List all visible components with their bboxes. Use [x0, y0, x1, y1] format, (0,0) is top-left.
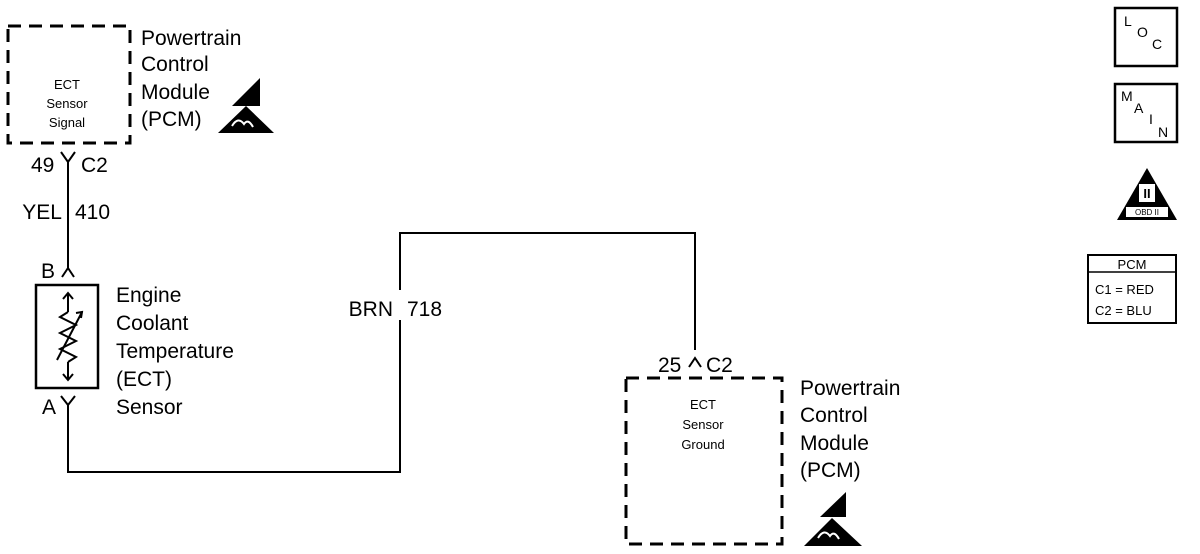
ect-title-3: Temperature: [116, 340, 234, 363]
female-connector-icon-top: [60, 151, 76, 173]
male-connector-icon-b: [61, 266, 75, 278]
ect-title-1: Engine: [116, 284, 181, 307]
male-connector-icon-bottom: [688, 356, 702, 368]
ect-title-4: (ECT): [116, 368, 172, 391]
loc-icon: L O C: [1113, 6, 1179, 68]
ect-sensor-box: [34, 283, 100, 390]
pcm-top-box: [6, 24, 132, 145]
pcm-bottom-connector: C2: [706, 354, 733, 377]
pcm-top-pin: 49: [31, 154, 54, 177]
main-icon: M A I N: [1113, 82, 1179, 144]
pcm-bottom-title-3: Module: [800, 432, 869, 455]
esd-warning-icon-top: [218, 78, 274, 133]
wire-718-circuit: 718: [407, 298, 442, 321]
main-icon-letter-i: I: [1149, 111, 1153, 127]
pcm-top-box-label-1: ECT: [54, 77, 80, 92]
pcm-bottom-box-label-3: Ground: [681, 437, 724, 452]
female-connector-icon-a: [60, 395, 76, 414]
pcm-top-title-3: Module: [141, 81, 210, 104]
pcm-bottom-title-2: Control: [800, 404, 868, 427]
pcm-bottom-box-label-1: ECT: [690, 397, 716, 412]
wire-718-color: BRN: [349, 298, 393, 321]
pcm-top-connector: C2: [81, 154, 108, 177]
wire-410-circuit: 410: [75, 201, 110, 224]
pcm-top-title-2: Control: [141, 53, 209, 76]
pcm-top-title-1: Powertrain: [141, 27, 241, 50]
main-icon-letter-a: A: [1134, 100, 1144, 116]
pcm-bottom-title-1: Powertrain: [800, 377, 900, 400]
pcm-bottom-box-label-2: Sensor: [682, 417, 724, 432]
pcm-bottom-title-4: (PCM): [800, 459, 861, 482]
pcm-top-title-4: (PCM): [141, 108, 202, 131]
main-icon-letter-n: N: [1158, 124, 1168, 140]
pcm-legend-line-1: C1 = RED: [1095, 282, 1154, 297]
ect-pin-b: B: [41, 260, 55, 283]
pcm-legend-title: PCM: [1118, 257, 1147, 272]
obd-ii-text: OBD II: [1135, 208, 1159, 217]
ect-title-2: Coolant: [116, 312, 189, 335]
svg-text:ECT: ECT: [54, 77, 80, 92]
esd-warning-icon-bottom: [804, 492, 862, 546]
obd-ii-icon: II OBD II: [1117, 168, 1177, 220]
loc-icon-letter-c: C: [1152, 36, 1162, 52]
wire-410-color: YEL: [22, 201, 62, 224]
obd-ii-numeral: II: [1143, 186, 1150, 201]
loc-icon-letter-o: O: [1137, 24, 1148, 40]
thermistor-icon: [56, 291, 84, 382]
pcm-top-box-label-3: Signal: [49, 115, 85, 130]
loc-icon-letter-l: L: [1124, 13, 1132, 29]
main-icon-letter-m: M: [1121, 88, 1133, 104]
pcm-top-box-label-2: Sensor: [46, 96, 88, 111]
ect-pin-a: A: [42, 396, 56, 419]
pcm-connector-legend: PCM C1 = RED C2 = BLU: [1087, 254, 1177, 324]
pcm-legend-line-2: C2 = BLU: [1095, 303, 1152, 318]
pcm-bottom-box: [624, 376, 784, 546]
ect-title-5: Sensor: [116, 396, 183, 419]
pcm-bottom-pin: 25: [658, 354, 681, 377]
wire-718: [67, 232, 696, 473]
